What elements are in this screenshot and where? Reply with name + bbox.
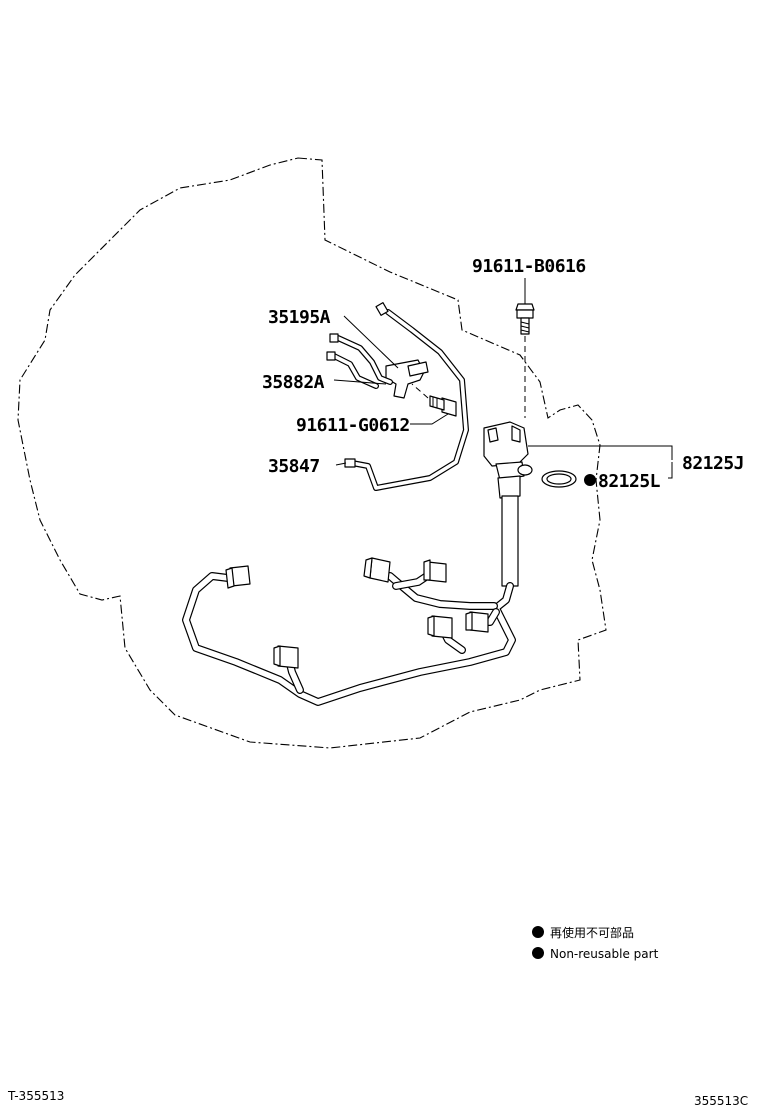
bolt-mid[interactable] (429, 395, 457, 417)
wire-harness[interactable] (182, 570, 516, 706)
legend-text-en: Non-reusable part (550, 947, 659, 961)
leader-bracket (333, 379, 387, 385)
legend-text-ja: 再使用不可部品 (550, 925, 634, 940)
leader-clamp (343, 315, 399, 369)
speed-sensor-82125J[interactable] (483, 421, 533, 587)
assembly-line-mid (411, 383, 429, 399)
label-bolt-top: 91611-B0616 (472, 256, 586, 277)
figure-code-right: 355513C (694, 1094, 748, 1108)
label-sensor: 82125J (682, 453, 744, 474)
hose-bracket[interactable] (326, 333, 393, 389)
o-ring-82125L[interactable] (541, 470, 577, 488)
non-reusable-marker-oring (584, 474, 596, 486)
transmission-housing-outline (17, 157, 607, 749)
bolt-top[interactable] (515, 303, 535, 335)
leader-oring (668, 462, 673, 479)
bracket-35882A[interactable] (385, 359, 429, 399)
tube-35847[interactable] (344, 302, 469, 491)
label-tube: 35847 (268, 456, 320, 477)
legend-marker-en (532, 947, 544, 959)
label-bolt-mid: 91611-G0612 (296, 415, 410, 436)
harness-connectors[interactable] (225, 557, 489, 669)
leader-bolt-mid (410, 413, 449, 425)
leader-tube (335, 462, 347, 466)
leader-sensor (528, 445, 673, 460)
label-bracket: 35882A (262, 372, 325, 393)
figure-code-left: T-355513 (7, 1089, 64, 1103)
legend-marker-ja (532, 926, 544, 938)
label-clamp: 35195A (268, 307, 331, 328)
label-oring: 82125L (598, 471, 661, 492)
